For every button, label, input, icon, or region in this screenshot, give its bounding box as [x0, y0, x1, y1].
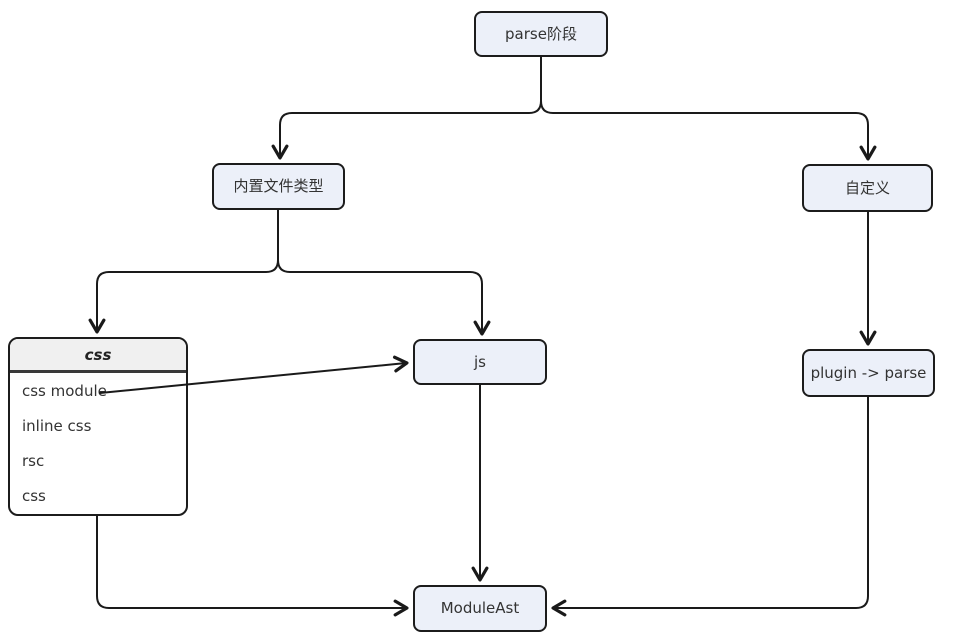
node-moduleast: ModuleAst	[413, 585, 547, 632]
node-builtin-file-types-label: 内置文件类型	[233, 177, 324, 195]
node-parse-stage: parse阶段	[474, 11, 608, 57]
node-custom: 自定义	[802, 164, 933, 212]
node-builtin-file-types: 内置文件类型	[212, 163, 345, 210]
table-row: css module	[22, 381, 107, 400]
node-js-label: js	[474, 352, 486, 371]
edge-plugin-to-moduleast	[551, 396, 869, 617]
node-moduleast-label: ModuleAst	[440, 599, 520, 617]
css-table-header: css	[10, 339, 186, 373]
css-class-table: css css module inline css rsc css	[8, 337, 188, 516]
node-custom-label: 自定义	[844, 178, 890, 197]
table-row: inline css	[22, 416, 92, 435]
edge-parse-to-builtin	[271, 56, 542, 160]
node-plugin-parse: plugin -> parse	[802, 349, 935, 397]
node-parse-stage-label: parse阶段	[505, 24, 577, 43]
edge-builtin-to-css	[88, 209, 279, 334]
table-row: rsc	[22, 451, 45, 470]
css-table-rows: css module inline css rsc css	[10, 373, 186, 513]
edge-builtin-to-js	[277, 209, 491, 336]
table-row: css	[22, 486, 46, 505]
edge-css-to-moduleast	[96, 515, 409, 617]
node-js: js	[413, 339, 547, 385]
node-plugin-parse-label: plugin -> parse	[810, 363, 927, 382]
edge-parse-to-custom	[540, 56, 877, 161]
